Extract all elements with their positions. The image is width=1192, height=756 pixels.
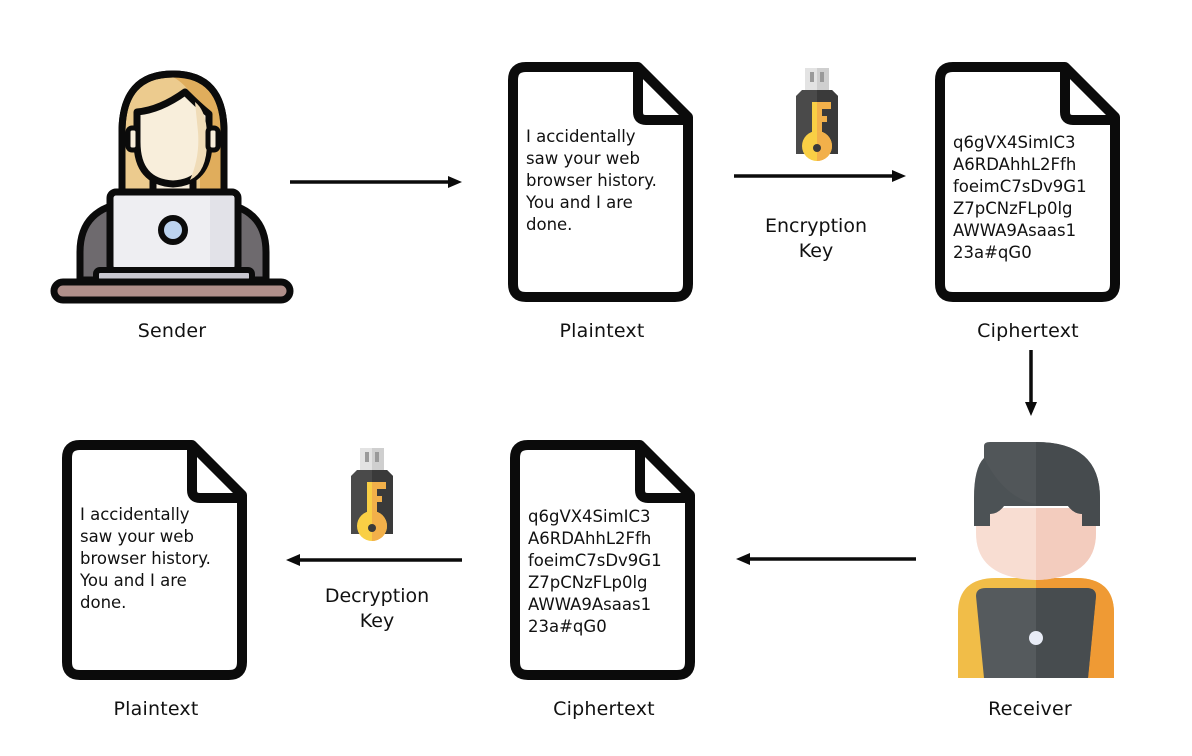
plaintext-content: I accidentally saw your web browser hist…: [80, 505, 211, 612]
arrow-ciphertext-to-receiver: [1025, 350, 1037, 416]
sender-node: [50, 62, 295, 307]
ciphertext-content: q6gVX4SimIC3 A6RDAhhL2Ffh foeimC7sDv9G1 …: [528, 507, 662, 636]
usb-key-icon: [796, 68, 838, 161]
arrow-encrypt: [734, 170, 906, 182]
plaintext-document-top: I accidentally saw your web browser hist…: [508, 62, 694, 302]
ciphertext-label-top: Ciphertext: [977, 320, 1079, 342]
receiver-label: Receiver: [988, 698, 1072, 720]
arrow-sender-to-plaintext: [290, 176, 462, 188]
decryption-key-label: Decryption Key: [287, 584, 467, 634]
receiver-node: [956, 438, 1116, 683]
ciphertext-document-bottom: q6gVX4SimIC3 A6RDAhhL2Ffh foeimC7sDv9G1 …: [510, 440, 696, 680]
arrow-decrypt: [286, 554, 462, 566]
document-icon: [62, 440, 247, 680]
plaintext-label-top: Plaintext: [559, 320, 645, 342]
ciphertext-document-top: q6gVX4SimIC3 A6RDAhhL2Ffh foeimC7sDv9G1 …: [935, 62, 1121, 302]
document-icon: [510, 440, 695, 680]
plaintext-label-bottom: Plaintext: [113, 698, 199, 720]
woman-laptop-icon: [50, 70, 294, 304]
sender-label: Sender: [137, 320, 207, 342]
encryption-key-label-line2: Key: [798, 240, 834, 262]
ciphertext-content: q6gVX4SimIC3 A6RDAhhL2Ffh foeimC7sDv9G1 …: [953, 133, 1087, 262]
man-laptop-icon: [958, 442, 1114, 678]
plaintext-document-bottom: I accidentally saw your web browser hist…: [62, 440, 248, 680]
encryption-key-label-line1: Encryption: [764, 215, 867, 237]
ciphertext-label-bottom: Ciphertext: [553, 698, 655, 720]
decryption-key-label-line1: Decryption: [324, 585, 430, 607]
document-icon: [508, 62, 693, 302]
arrow-receiver-to-ciphertext: [736, 553, 916, 565]
plaintext-content: I accidentally saw your web browser hist…: [526, 127, 657, 234]
encryption-key-label: Encryption Key: [726, 214, 906, 264]
document-icon: [935, 62, 1120, 302]
usb-key-icon: [351, 448, 393, 541]
decryption-key-label-line2: Key: [359, 610, 395, 632]
